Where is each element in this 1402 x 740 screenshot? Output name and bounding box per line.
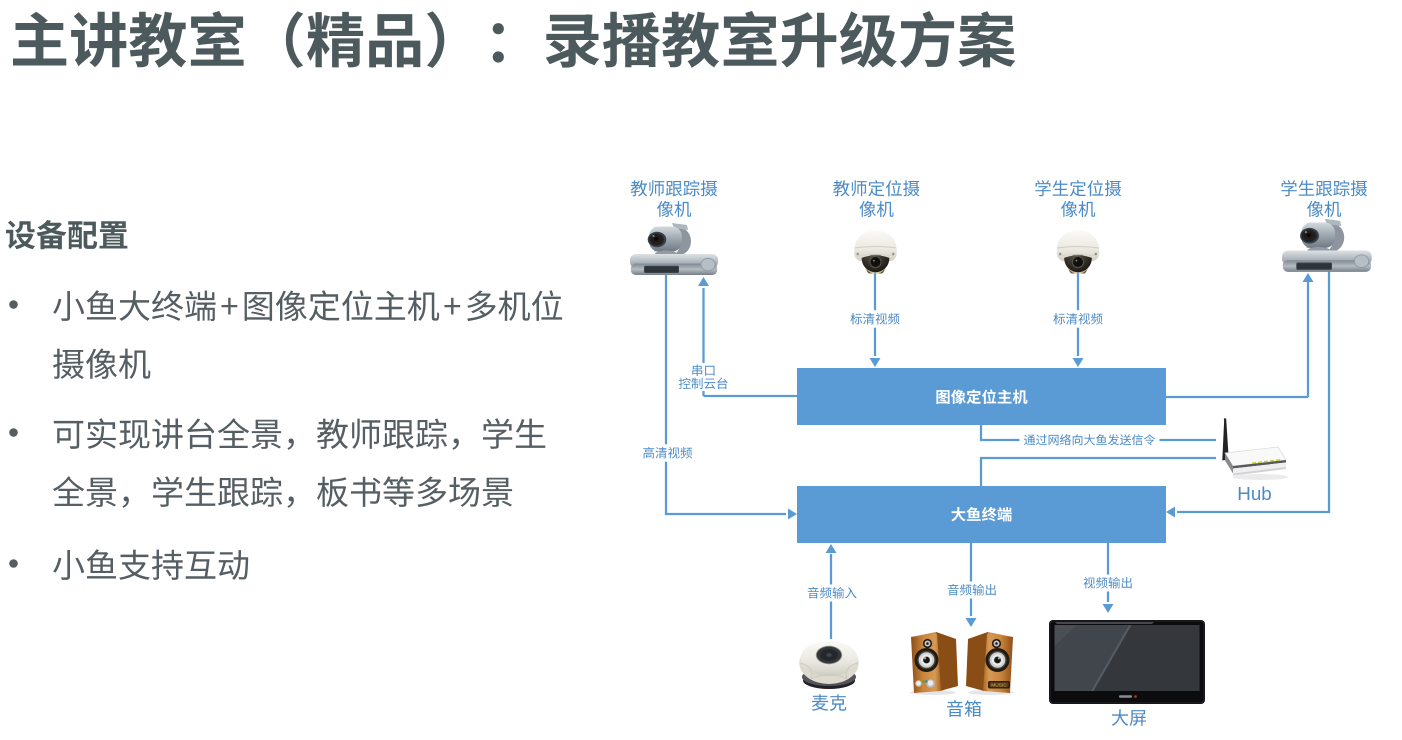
- svg-text:Hub: Hub: [1237, 483, 1271, 504]
- svg-text:MUSIC: MUSIC: [991, 683, 1007, 689]
